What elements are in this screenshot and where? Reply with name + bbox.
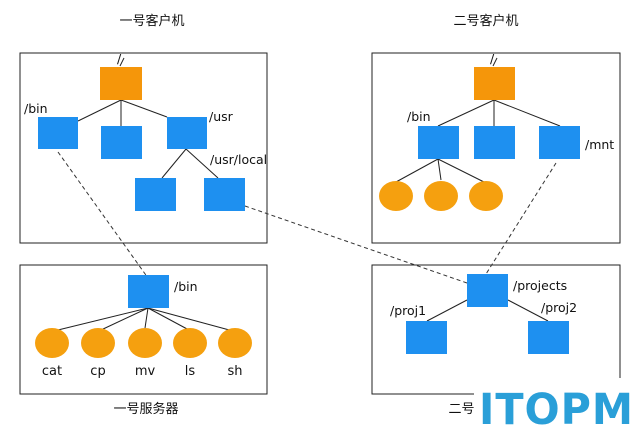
watermark-logo: ITOPM xyxy=(474,378,640,432)
server1-file-cp xyxy=(81,328,115,358)
client1-usr-subfolder xyxy=(135,178,176,211)
client2-tree: / /bin /mnt xyxy=(379,51,614,211)
client2-file-2 xyxy=(424,181,458,211)
server2-proj1-label: /proj1 xyxy=(390,303,426,318)
server1-file-label-cat: cat xyxy=(42,364,62,379)
client2-file-3 xyxy=(469,181,503,211)
client1-usr-local-label: /usr/local xyxy=(210,152,267,167)
client1-usr-label: /usr xyxy=(209,109,234,124)
client2-unnamed-folder xyxy=(474,126,515,159)
client1-root-folder xyxy=(100,67,142,100)
server2-projects-folder xyxy=(467,274,508,307)
server1-frame xyxy=(19,264,268,395)
server2-proj2-folder xyxy=(528,321,569,354)
server1-file-label-ls: ls xyxy=(185,364,196,379)
server1-bin-label: /bin xyxy=(174,279,198,294)
watermark-text: ITOPM xyxy=(479,385,634,432)
server1-tree: /bin cat cp mv ls sh xyxy=(35,275,252,379)
client1-root-label: / xyxy=(117,51,122,66)
server1-caption: 一号服务器 xyxy=(113,401,178,417)
client2-root-folder xyxy=(474,67,515,100)
server1-file-label-cp: cp xyxy=(90,364,105,379)
client2-bin-label: /bin xyxy=(407,109,431,124)
client1-caption: 一号客户机 xyxy=(119,13,184,29)
client2-file-1 xyxy=(379,181,413,211)
client1-usr-folder xyxy=(167,117,207,149)
client1-unnamed-folder xyxy=(101,126,142,159)
client1-frame xyxy=(19,52,268,244)
server2-proj2-label: /proj2 xyxy=(541,300,577,315)
server1-file-sh xyxy=(218,328,252,358)
client1-usr-local-folder xyxy=(204,178,245,211)
server1-file-label-sh: sh xyxy=(227,364,242,379)
client2-mnt-label: /mnt xyxy=(585,137,614,152)
server1-bin-folder xyxy=(128,275,169,308)
server2-tree: /projects /proj1 /proj2 xyxy=(390,274,577,354)
client2-root-label: / xyxy=(490,51,495,66)
server2-projects-label: /projects xyxy=(513,278,567,293)
mount-link-mnt xyxy=(485,162,557,275)
client2-bin-folder xyxy=(418,126,459,159)
server1-file-ls xyxy=(173,328,207,358)
server1-file-cat xyxy=(35,328,69,358)
client1-bin-folder xyxy=(38,117,78,149)
client2-mnt-folder xyxy=(539,126,580,159)
client2-frame xyxy=(371,52,621,244)
server2-proj1-folder xyxy=(406,321,447,354)
server1-file-mv xyxy=(128,328,162,358)
client1-bin-label: /bin xyxy=(24,101,48,116)
client2-caption: 二号客户机 xyxy=(453,13,518,29)
server1-file-label-mv: mv xyxy=(135,364,156,379)
client1-tree: / /bin /usr /usr/local xyxy=(24,51,267,211)
mount-link-bin xyxy=(57,151,149,279)
mount-link-usr-local xyxy=(244,205,468,284)
